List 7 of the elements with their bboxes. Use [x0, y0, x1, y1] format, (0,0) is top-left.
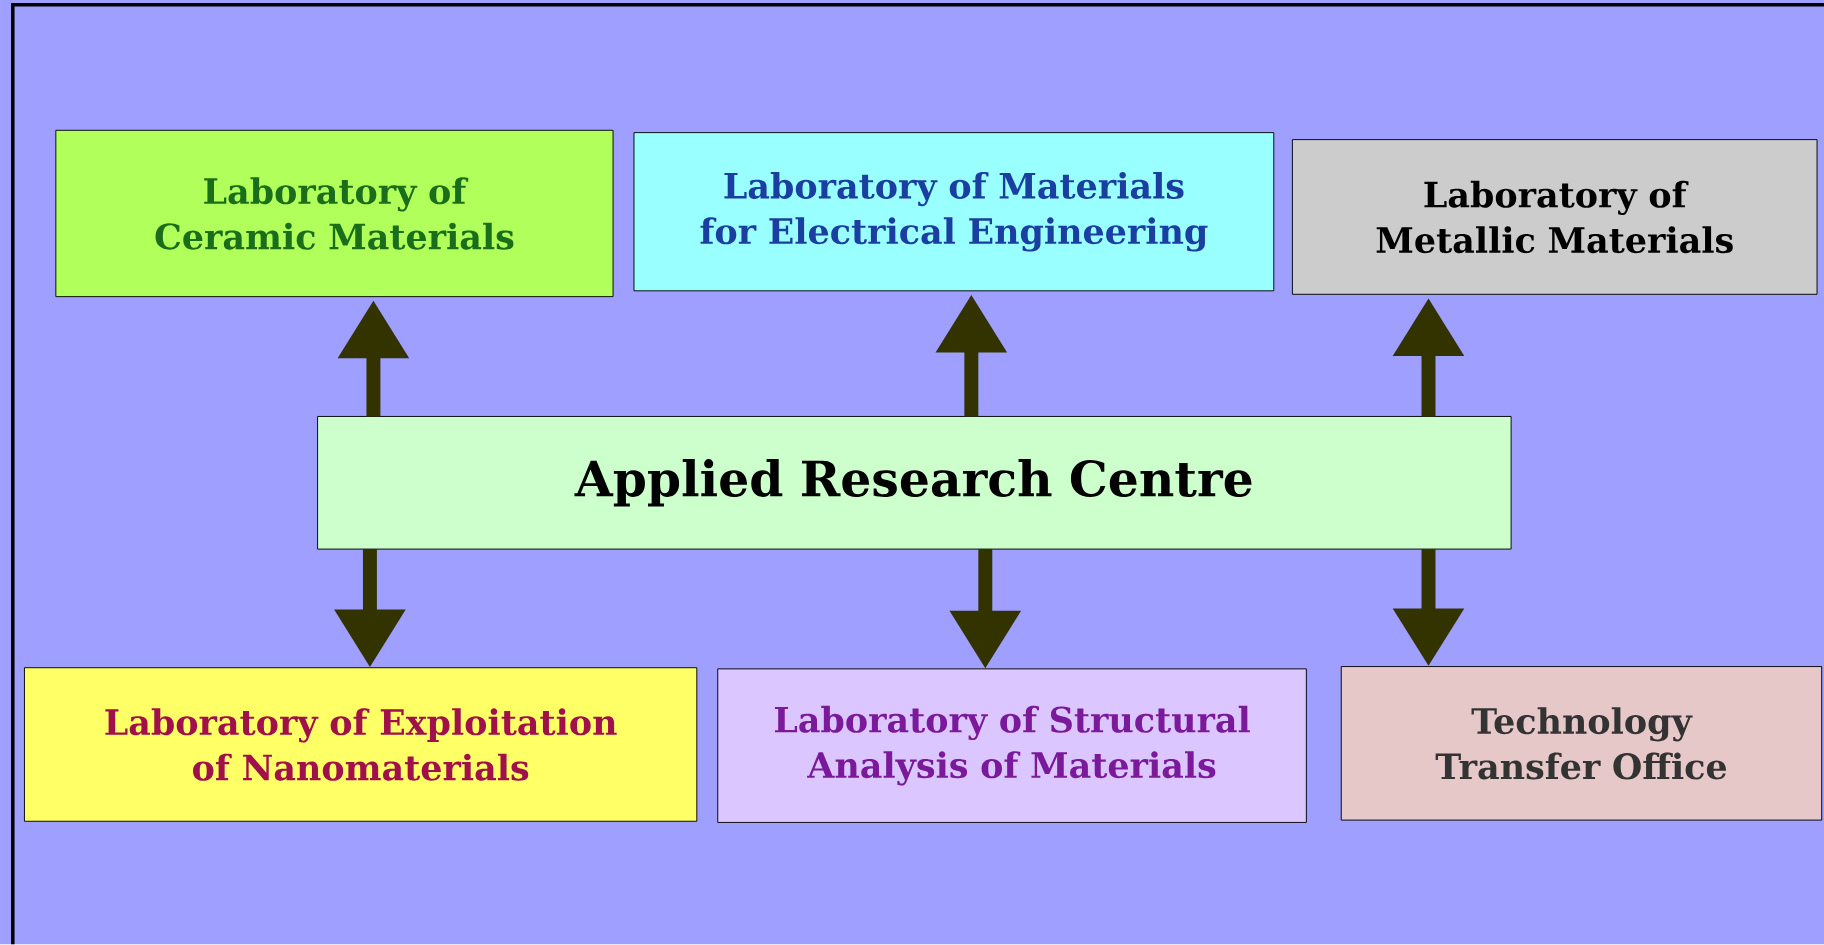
laboratory-box: Technology Transfer Office [1340, 666, 1823, 821]
laboratory-box: Laboratory of Materials for Electrical Engineering [633, 132, 1275, 292]
laboratory-box: Laboratory of Structural Analysis of Materials [717, 668, 1307, 824]
laboratory-box: Laboratory of Metallic Materials [1291, 139, 1818, 295]
laboratory-box: Laboratory of Ceramic Materials [55, 130, 614, 298]
laboratory-box: Laboratory of Exploitation of Nanomaterials [23, 667, 698, 822]
centre-box: Applied Research Centre [317, 416, 1512, 550]
